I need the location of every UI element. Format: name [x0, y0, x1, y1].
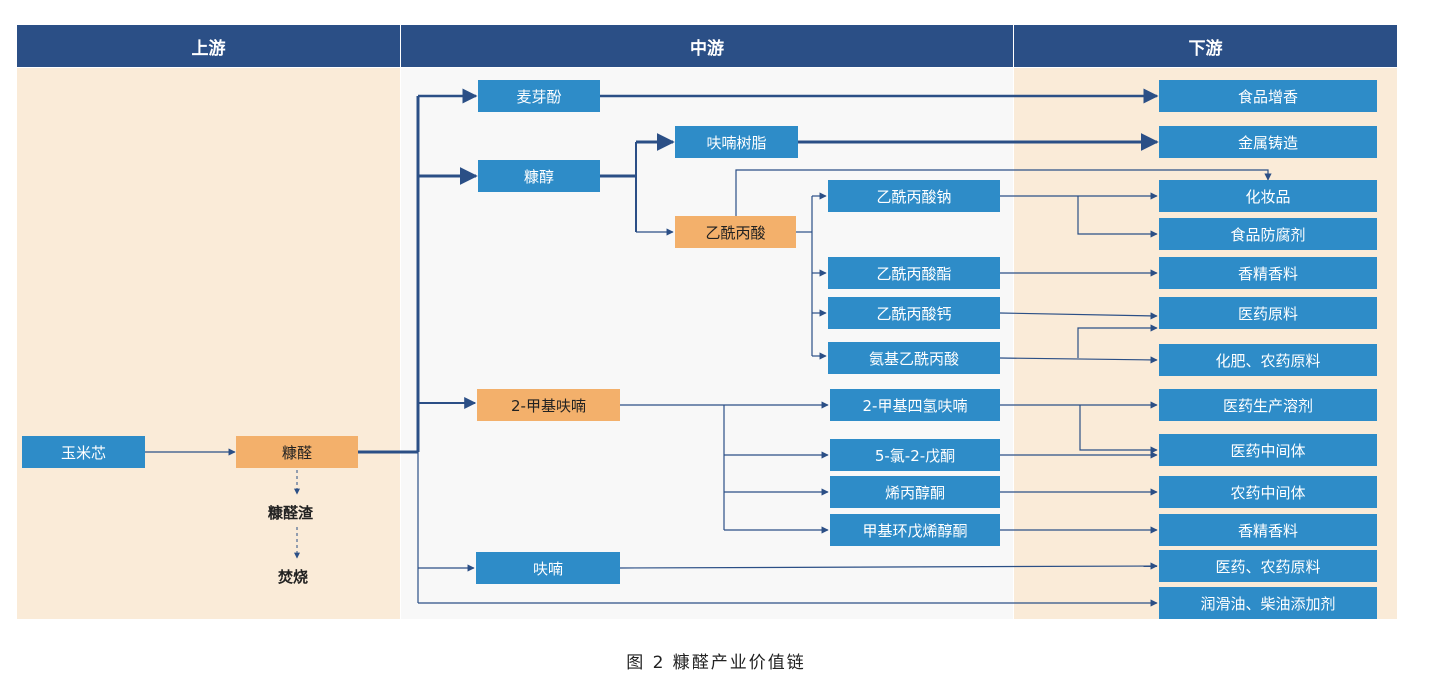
node-fertilizer-pesticide: 化肥、农药原料: [1159, 344, 1377, 376]
node-methyl-thf: 2-甲基四氢呋喃: [830, 389, 1000, 421]
node-pharma-solvent: 医药生产溶剂: [1159, 389, 1377, 421]
node-sodium-pyruvate: 乙酰丙酸钠: [828, 180, 1000, 212]
node-pyruvic-acid: 乙酰丙酸: [675, 216, 796, 248]
node-pesticide-intermediate: 农药中间体: [1159, 476, 1377, 508]
figure-caption: 图 2 糠醛产业价值链: [626, 653, 806, 673]
node-maltol: 麦芽酚: [478, 80, 600, 112]
node-flavor-fragrance-2: 香精香料: [1159, 514, 1377, 546]
node-calcium-pyruvate: 乙酰丙酸钙: [828, 297, 1000, 329]
node-methyl-cyclopentenolone: 甲基环戊烯醇酮: [830, 514, 1000, 546]
label-incineration: 焚烧: [278, 568, 309, 586]
node-food-preservative: 食品防腐剂: [1159, 218, 1377, 250]
node-amino-pyruvic-acid: 氨基乙酰丙酸: [828, 342, 1000, 374]
upstream-zone: [17, 68, 400, 619]
node-pyruvate-ester: 乙酰丙酸酯: [828, 257, 1000, 289]
node-pharma-pesticide-raw: 医药、农药原料: [1159, 550, 1377, 582]
label-furfural-residue: 糠醛渣: [268, 504, 314, 522]
node-methylfuran: 2-甲基呋喃: [477, 389, 620, 421]
node-furan-resin: 呋喃树脂: [675, 126, 798, 158]
node-pharma-raw: 医药原料: [1159, 297, 1377, 329]
node-flavor-fragrance-1: 香精香料: [1159, 257, 1377, 289]
header-upstream: 上游: [17, 25, 400, 67]
node-pharma-intermediate: 医药中间体: [1159, 434, 1377, 466]
node-cosmetics: 化妆品: [1159, 180, 1377, 212]
node-lubricant-diesel-additive: 润滑油、柴油添加剂: [1159, 587, 1377, 619]
node-furfuryl-alcohol: 糠醇: [478, 160, 600, 192]
node-allyl-alcohol-ketone: 烯丙醇酮: [830, 476, 1000, 508]
node-furfural: 糠醛: [236, 436, 358, 468]
node-metal-casting: 金属铸造: [1159, 126, 1377, 158]
node-food-flavor: 食品增香: [1159, 80, 1377, 112]
node-furan: 呋喃: [476, 552, 620, 584]
node-chloro-pentanone: 5-氯-2-戊酮: [830, 439, 1000, 471]
header-midstream: 中游: [401, 25, 1013, 67]
header-downstream: 下游: [1014, 25, 1397, 67]
node-corncob: 玉米芯: [22, 436, 145, 468]
